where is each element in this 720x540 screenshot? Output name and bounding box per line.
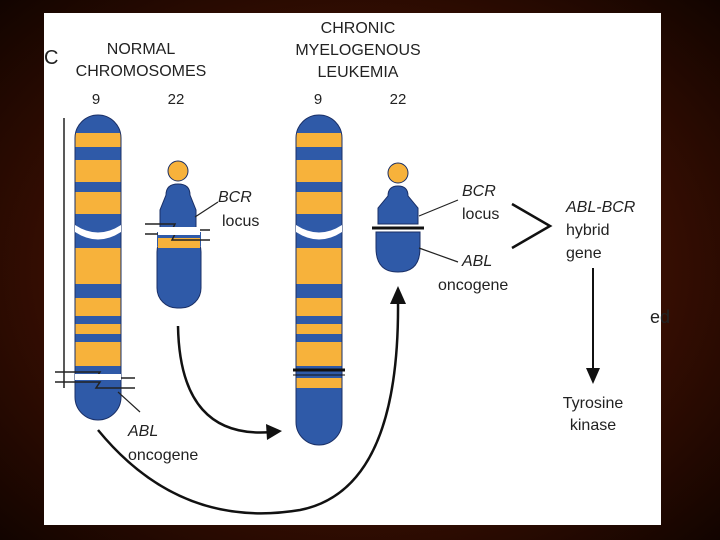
cml-bcr-label: BCR [462,183,496,200]
normal-chrom-22-label: 22 [168,91,185,108]
normal-chromosome-22 [145,160,219,309]
cml-abl-label: ABL [461,253,492,270]
normal-header-line2: CHROMOSOMES [76,63,207,80]
hybrid-gene-line3: gene [566,245,602,262]
cml-chromosome-9 [293,114,345,446]
hybrid-gene-line1: ABL-BCR [565,199,636,216]
normal-chrom-9-label: 9 [92,91,100,108]
cml-chrom-22-label: 22 [390,91,407,108]
hybrid-gene-line2: hybrid [566,222,610,239]
normal-header-line1: NORMAL [107,41,176,58]
normal-abl-label: ABL [127,423,158,440]
translocation-arrow-2 [97,299,400,515]
partial-left-text: C [44,47,58,69]
normal-locus-label: locus [222,213,259,230]
kinase-arrow-head [586,368,600,384]
diagram-panel [44,13,661,525]
kinase-line2: kinase [570,417,616,434]
normal-bcr-label: BCR [218,189,252,206]
cml-chrom-9-label: 9 [314,91,322,108]
normal-oncogene-label: oncogene [128,447,198,464]
translocation-arrow-1 [176,325,273,434]
cml-chromosome-22 [372,162,459,273]
translocation-arrowhead-1 [266,424,282,440]
translocation-arrowhead-2 [390,286,406,304]
cml-header-line2: MYELOGENOUS [295,42,420,59]
fusion-bracket [511,202,553,250]
normal-chromosome-9 [55,114,135,421]
cml-oncogene-label: oncogene [438,277,508,294]
cml-locus-label: locus [462,206,499,223]
cml-header-line1: CHRONIC [321,20,396,37]
partial-right-text: ed [650,307,670,327]
cml-header-line3: LEUKEMIA [318,64,399,81]
kinase-line1: Tyrosine [563,395,624,412]
